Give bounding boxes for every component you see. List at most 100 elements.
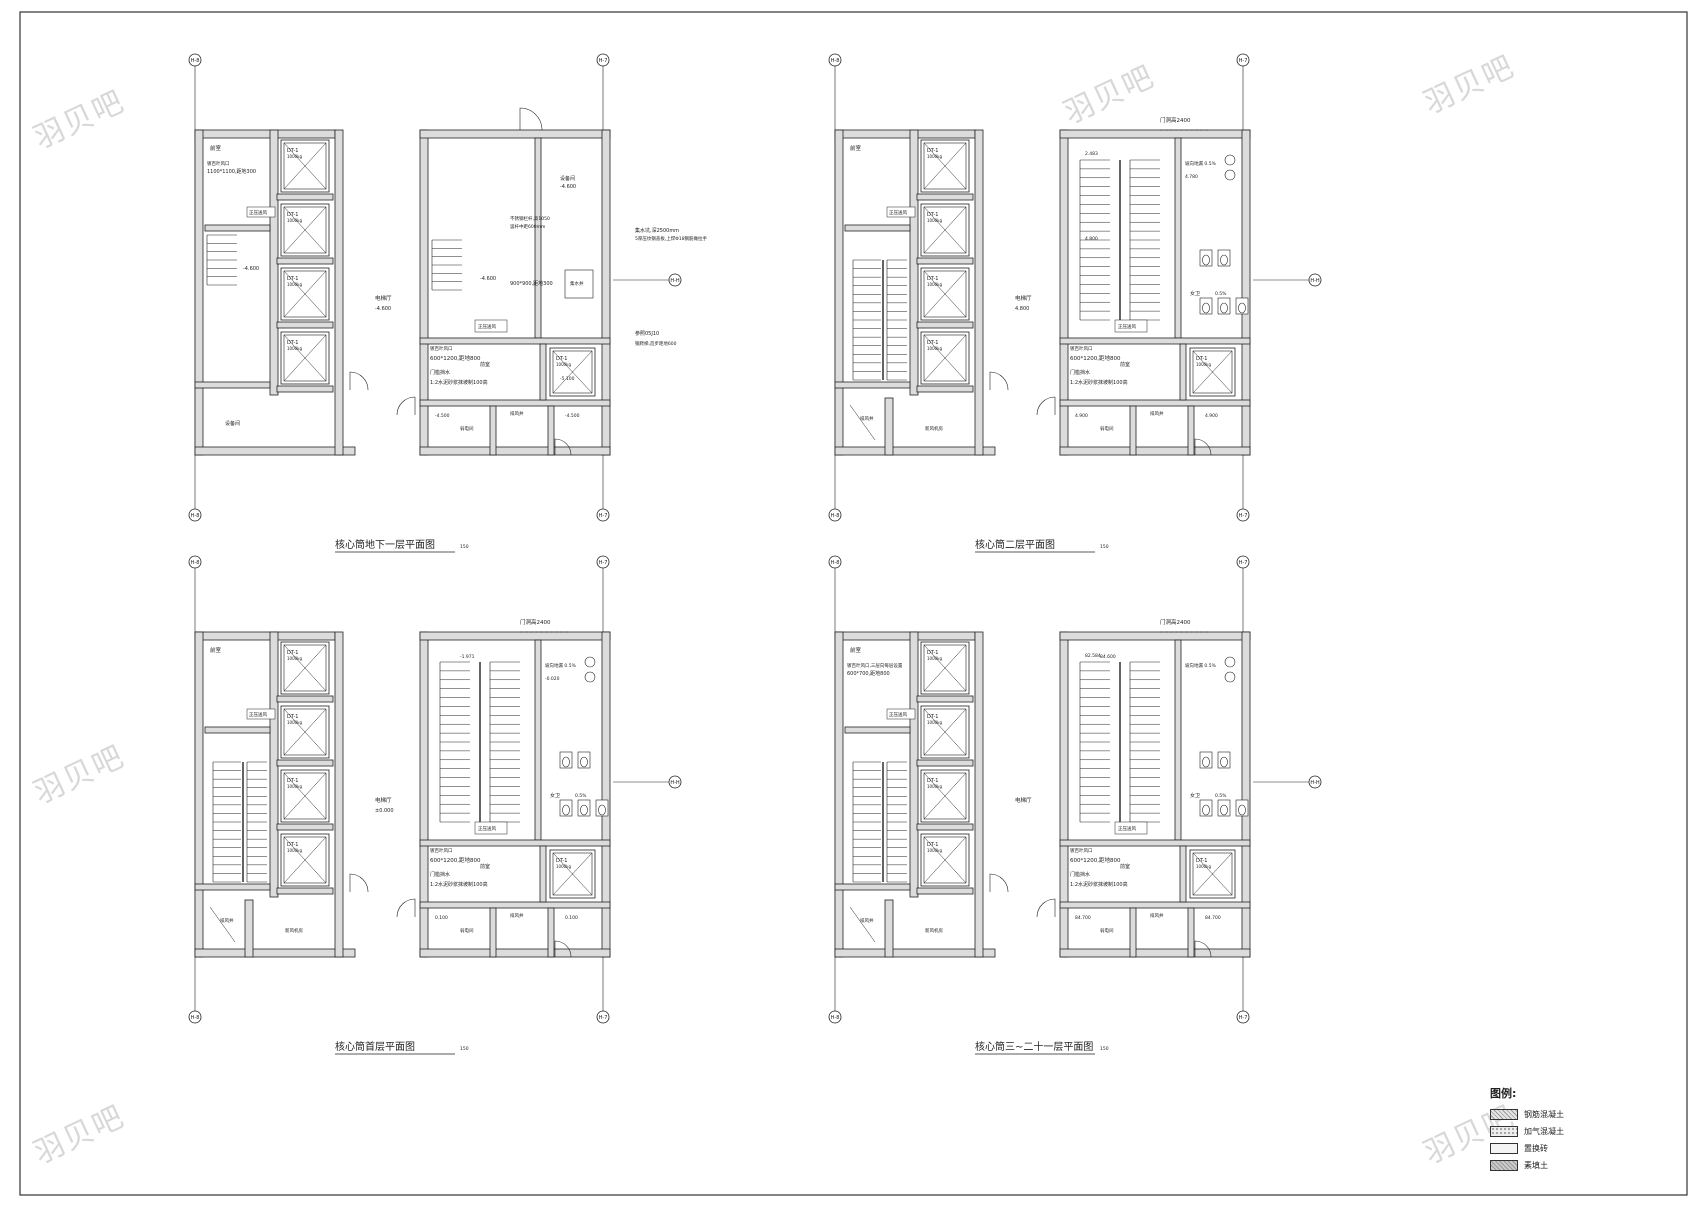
wall (194, 631, 336, 641)
legend-label: 置换砖 (1524, 1143, 1548, 1153)
room-label: 前室 (850, 144, 862, 152)
toilet-stall (1235, 297, 1249, 315)
elevator-car (923, 334, 967, 382)
room-label: 电梯厅 (1015, 796, 1032, 804)
elevator-tag: DT-1 (287, 276, 298, 282)
floor-plan: H-8H-8H-7H-7H-HDT-11000kgDT-11000kgDT-11… (188, 53, 708, 553)
elevator-car (283, 206, 327, 254)
elevator-tag: DT-1 (287, 340, 298, 346)
toilet-stall (577, 751, 591, 769)
pressure-box (246, 708, 276, 720)
wall (419, 839, 611, 847)
room-label: 女卫 (1190, 792, 1200, 799)
wall (276, 887, 334, 895)
elevator-car (283, 334, 327, 382)
elevator-car (923, 836, 967, 884)
line (1192, 350, 1233, 394)
elevator-sub: 1000kg (927, 720, 942, 725)
pressure-box (1114, 821, 1148, 835)
note-label: 门槛挡水 (1070, 871, 1090, 878)
wall (916, 823, 974, 831)
room-label: 女卫 (1190, 290, 1200, 297)
wall (276, 193, 334, 201)
axis-bubble (188, 508, 202, 522)
door-swing (989, 371, 1009, 391)
pressure-box (474, 319, 508, 333)
line (923, 836, 967, 884)
elevator-sub: 1000kg (927, 346, 942, 351)
line (283, 708, 327, 756)
toilet-bowl (1238, 302, 1246, 314)
plan-title: 核心筒地下一层平面图 (335, 538, 435, 551)
elevator-sub: 1000kg (927, 154, 942, 159)
elevator-tag: DT-1 (556, 858, 567, 864)
line (283, 206, 327, 254)
toilet-bowl (598, 804, 606, 816)
elevator-car (552, 852, 593, 896)
pressure-label: 正压送风 (249, 209, 267, 216)
elevator-sub: 1000kg (287, 282, 302, 287)
axis-label: H-H (1310, 780, 1320, 786)
axis-label: H-8 (831, 58, 840, 64)
axis-label: H-H (1310, 278, 1320, 284)
elevator-sub: 1000kg (287, 218, 302, 223)
axis-bubble (596, 53, 610, 67)
legend-swatch-plain (1490, 1142, 1518, 1154)
elevator-sub: 1000kg (927, 784, 942, 789)
pressure-label: 正压送风 (1118, 825, 1136, 832)
toilet-bowl (580, 804, 588, 816)
room-label: 排风井 (1150, 912, 1164, 919)
door-swing (349, 873, 369, 893)
toilet-stall (1235, 799, 1249, 817)
note-label: 钢爬梯,首步距地600 (635, 340, 677, 347)
toilet-bowl (1220, 804, 1228, 816)
line (923, 334, 967, 382)
line (283, 270, 327, 318)
elevator-car (923, 644, 967, 692)
wall (1174, 137, 1182, 339)
plan-title: 核心筒首层平面图 (335, 1040, 415, 1053)
toilet-stall (1199, 751, 1213, 769)
note-label: 1:2水泥砂浆抹坡制100高 (430, 881, 488, 888)
elevator-tag: DT-1 (556, 356, 567, 362)
door-swing (554, 438, 572, 456)
room-label: 弱电间 (1100, 927, 1114, 934)
wall (834, 129, 976, 139)
line (283, 772, 327, 820)
room-label: 前室 (210, 646, 222, 654)
legend-label: 加气混凝土 (1524, 1126, 1564, 1136)
wall (884, 397, 894, 456)
note-label: 门槛挡水 (1070, 369, 1090, 376)
note-label: 门洞高2400 (520, 618, 551, 626)
wall (534, 137, 542, 339)
room-label: 新风机房 (285, 927, 303, 934)
wall (1059, 446, 1251, 456)
pressure-label: 正压送风 (889, 711, 907, 718)
elevation-label: -4.600 (560, 184, 576, 190)
axis-label: H-8 (191, 560, 200, 566)
line (552, 350, 593, 394)
wall (1129, 405, 1137, 456)
legend-swatch-dots (1490, 1125, 1518, 1137)
elevation-label: 2.483 (1085, 151, 1098, 157)
wall (276, 759, 334, 767)
room-label: 电梯厅 (1015, 294, 1032, 302)
vent-label: 镀百叶风口 (1070, 847, 1093, 854)
toilet-bowl (1238, 804, 1246, 816)
wall (1059, 948, 1251, 958)
vent-label: 镀百叶风口 (430, 345, 453, 352)
elevator-car (283, 142, 327, 190)
door-swing (1194, 438, 1212, 456)
elevator-sub: 1000kg (287, 346, 302, 351)
wall (844, 224, 911, 232)
note-label: 参照05J10 (635, 330, 659, 337)
room-label: 排风井 (510, 410, 524, 417)
wall (834, 631, 844, 958)
elevator-car (923, 708, 967, 756)
legend-swatch-cross (1490, 1159, 1518, 1171)
toilet-bowl (1220, 254, 1228, 266)
sink (584, 656, 596, 668)
axis-bubble (1236, 1010, 1250, 1024)
elevation-label: 0.100 (435, 915, 448, 921)
legend-label: 钢筋混凝土 (1524, 1109, 1564, 1119)
